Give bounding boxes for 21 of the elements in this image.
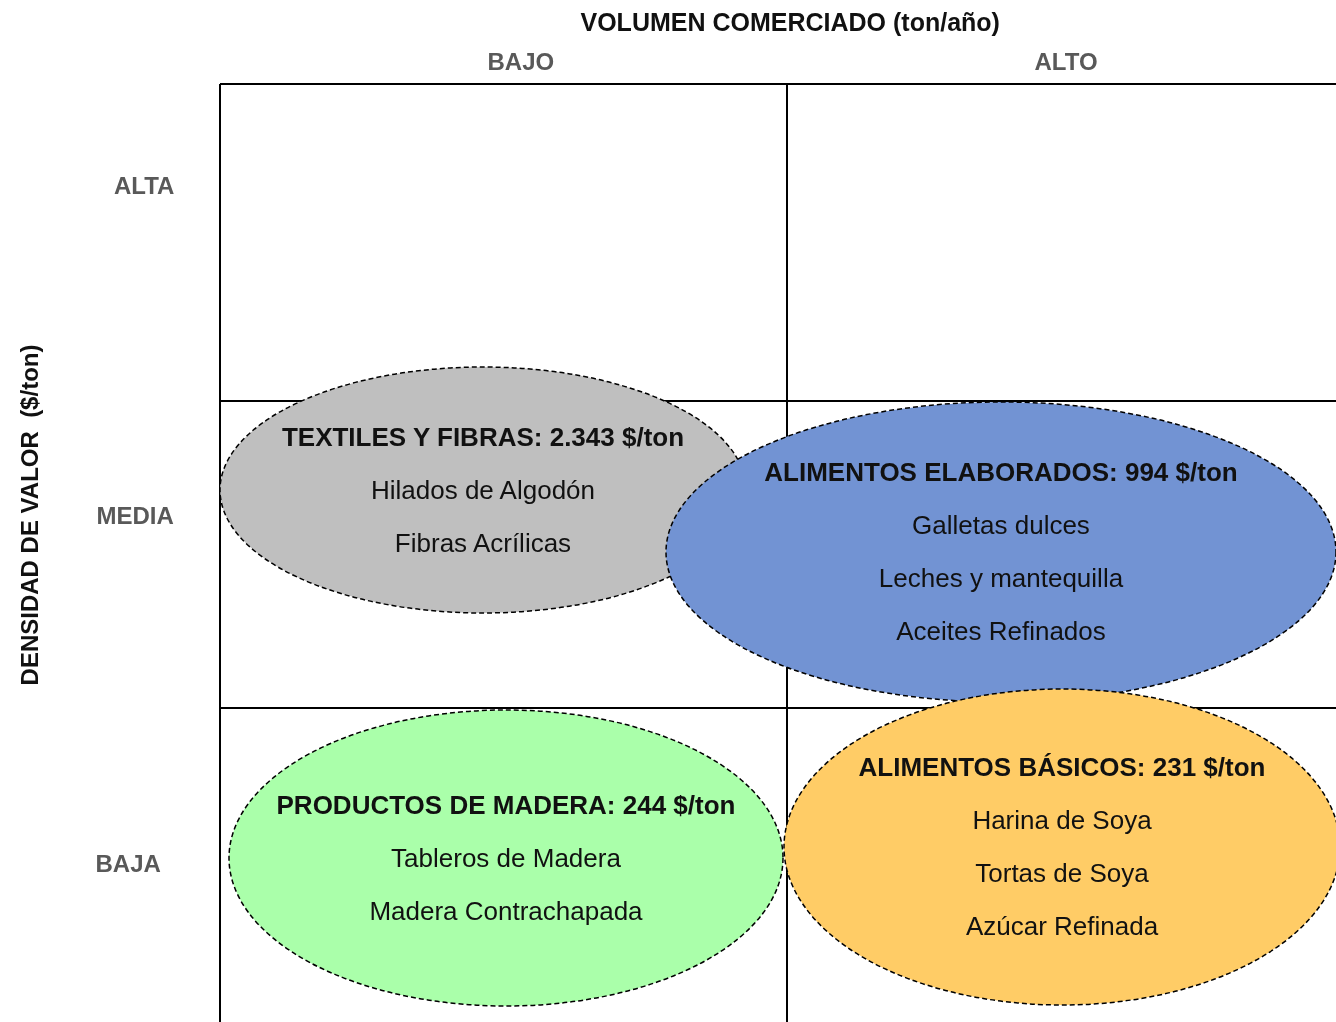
product-name: Madera Contrachapada xyxy=(369,894,643,928)
product-name: Leches y mantequilla xyxy=(878,562,1124,595)
axis-title: VOLUMEN COMERCIADO (ton/año) xyxy=(580,7,1000,37)
category-heading: ALIMENTOS ELABORADOS: 994 $/ton xyxy=(764,456,1238,489)
product-name: Galletas dulces xyxy=(912,509,1090,542)
axis-category-label: ALTA xyxy=(114,172,175,200)
axis-category-label: ALTO xyxy=(1034,48,1098,76)
category-heading: TEXTILES Y FIBRAS: 2.343 $/ton xyxy=(281,420,685,454)
product-name: Fibras Acrílicas xyxy=(394,526,572,560)
product-name: Harina de Soya xyxy=(972,804,1152,837)
product-name: Tableros de Madera xyxy=(391,841,621,875)
product-name: Tortas de Soya xyxy=(975,857,1149,890)
category-heading: ALIMENTOS BÁSICOS: 231 $/ton xyxy=(858,751,1266,784)
product-name: Aceites Refinados xyxy=(896,615,1106,648)
axis-category-label: BAJO xyxy=(487,48,555,76)
category-heading: PRODUCTOS DE MADERA: 244 $/ton xyxy=(276,788,736,822)
axis-title: DENSIDAD DE VALOR ($/ton) xyxy=(15,344,44,686)
axis-category-label: MEDIA xyxy=(96,502,174,530)
product-name: Hilados de Algodón xyxy=(370,473,596,507)
axis-category-label: BAJA xyxy=(95,850,161,878)
product-name: Azúcar Refinada xyxy=(965,910,1159,943)
